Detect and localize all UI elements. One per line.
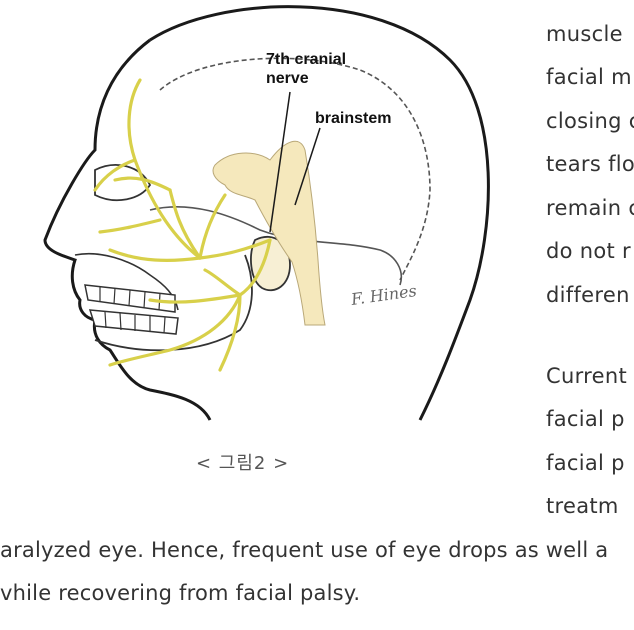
side-text-line: differen <box>546 283 630 307</box>
side-text-line: facial m <box>546 65 632 89</box>
artist-signature: F. Hines <box>349 281 418 309</box>
side-text-line: Current <box>546 364 627 388</box>
nerve-label-line2: nerve <box>266 70 309 87</box>
face-profile <box>43 38 212 421</box>
side-text-line: treatm <box>546 494 619 518</box>
side-text-line: facial p <box>546 451 625 475</box>
head-diagram-svg: F. Hines <box>43 5 490 421</box>
nerve-pointer <box>269 91 291 233</box>
brainstem-label: brainstem <box>315 110 392 127</box>
side-text-line: remain c <box>546 196 634 220</box>
body-text-line-1: aralyzed eye. Hence, frequent use of eye… <box>0 538 609 562</box>
lower-teeth <box>88 309 179 335</box>
skull-contour <box>159 57 431 281</box>
side-text-line: tears flo <box>546 152 634 176</box>
side-text-line: facial p <box>546 407 625 431</box>
head-outline <box>149 5 490 421</box>
facial-nerve-branches <box>93 78 272 372</box>
facial-nerve-illustration: F. Hines 7th cranial nerve brainstem <box>43 5 490 421</box>
brainstem-shape <box>212 140 326 326</box>
side-text-line: do not r <box>546 239 631 263</box>
eye-orbit <box>94 164 152 202</box>
body-text-line-2: vhile recovering from facial palsy. <box>0 581 361 605</box>
brainstem-pointer <box>294 127 321 206</box>
nerve-label-line1: 7th cranial <box>266 51 347 68</box>
side-text-line: muscle <box>546 22 623 46</box>
figure-caption: < 그림2 > <box>196 453 290 474</box>
side-text-line: closing c <box>546 109 634 133</box>
